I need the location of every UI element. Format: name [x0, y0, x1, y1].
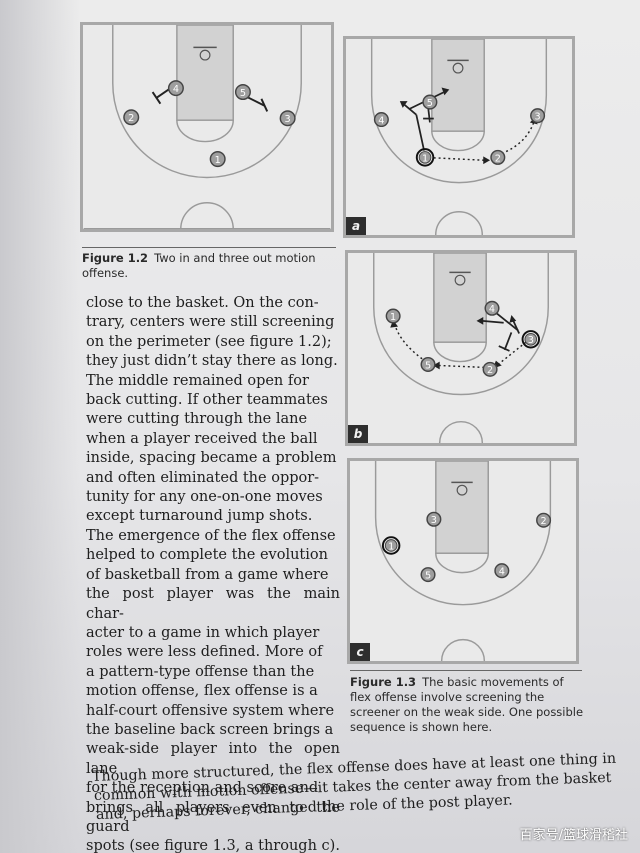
- player-number: 1: [390, 312, 396, 323]
- player-marker: 3: [426, 511, 442, 527]
- player-number: 4: [499, 567, 505, 578]
- player-number: 4: [489, 304, 495, 315]
- player-marker: 2: [536, 512, 552, 528]
- panel-tag: b: [348, 425, 368, 443]
- player-marker: 1: [209, 151, 226, 168]
- player-number: 3: [535, 112, 541, 123]
- player-number: 5: [425, 360, 431, 371]
- player-marker: 5: [234, 84, 251, 101]
- player-number: 1: [215, 155, 221, 166]
- panel-tag: c: [350, 643, 370, 661]
- player-marker-with-ball: 3: [521, 330, 541, 349]
- figure-1-3b-diagram: 4 1 3 5 2: [373, 253, 549, 443]
- player-marker: 4: [167, 80, 184, 97]
- player-marker: 5: [420, 356, 436, 372]
- player-number: 3: [528, 335, 534, 346]
- player-marker: 3: [530, 108, 546, 124]
- player-marker: 2: [482, 361, 498, 377]
- panel-tag: a: [346, 217, 366, 235]
- figure-label: Figure 1.2: [82, 251, 149, 265]
- player-number: 5: [427, 98, 433, 109]
- player-number: 3: [285, 114, 291, 125]
- figure-1-2-diagram: 4 5 2 3 1: [83, 25, 331, 229]
- player-number: 2: [128, 113, 134, 124]
- player-number: 3: [431, 515, 437, 526]
- body-text-column: close to the basket. On the con- trary, …: [86, 295, 340, 853]
- player-number: 2: [540, 516, 546, 527]
- player-marker: 5: [422, 94, 438, 110]
- player-number: 5: [240, 88, 246, 99]
- player-marker-with-ball: 1: [381, 536, 401, 555]
- player-number: 4: [173, 84, 179, 95]
- player-marker: 4: [494, 563, 510, 579]
- figure-1-3c-diagram: 3 2 1 5 4: [374, 461, 552, 661]
- caption-text: Two in and three out motion offense.: [82, 251, 316, 280]
- figure-1-3b-court: 4 1 3 5 2 b: [345, 250, 577, 446]
- figure-1-3a-diagram: 5 4 3 1 2: [370, 39, 548, 235]
- player-marker: 4: [373, 112, 389, 128]
- page-shadow: [0, 0, 80, 853]
- caption-text: The basic movements of flex offense invo…: [350, 675, 584, 734]
- player-number: 4: [378, 115, 384, 126]
- player-number: 2: [495, 153, 501, 164]
- player-marker: 2: [490, 149, 506, 165]
- watermark: 百家号/篮球滑稽社: [519, 828, 628, 843]
- player-marker: 3: [279, 110, 296, 127]
- caption-rule: [350, 670, 582, 671]
- figure-1-2-court: 4 5 2 3 1: [80, 22, 334, 232]
- player-marker-with-ball: 1: [415, 148, 435, 167]
- player-number: 2: [487, 365, 493, 376]
- player-marker: 5: [420, 567, 436, 583]
- player-marker: 2: [123, 109, 140, 126]
- player-number: 1: [388, 541, 394, 552]
- figure-1-3c-court: 3 2 1 5 4 c: [347, 458, 579, 664]
- player-number: 5: [425, 570, 431, 581]
- caption-rule: [82, 247, 336, 248]
- player-marker: 1: [385, 308, 401, 324]
- player-marker: 4: [484, 300, 500, 316]
- figure-1-3a-court: 5 4 3 1 2 a: [343, 36, 575, 238]
- player-number: 1: [422, 153, 428, 164]
- figure-label: Figure 1.3: [350, 675, 417, 689]
